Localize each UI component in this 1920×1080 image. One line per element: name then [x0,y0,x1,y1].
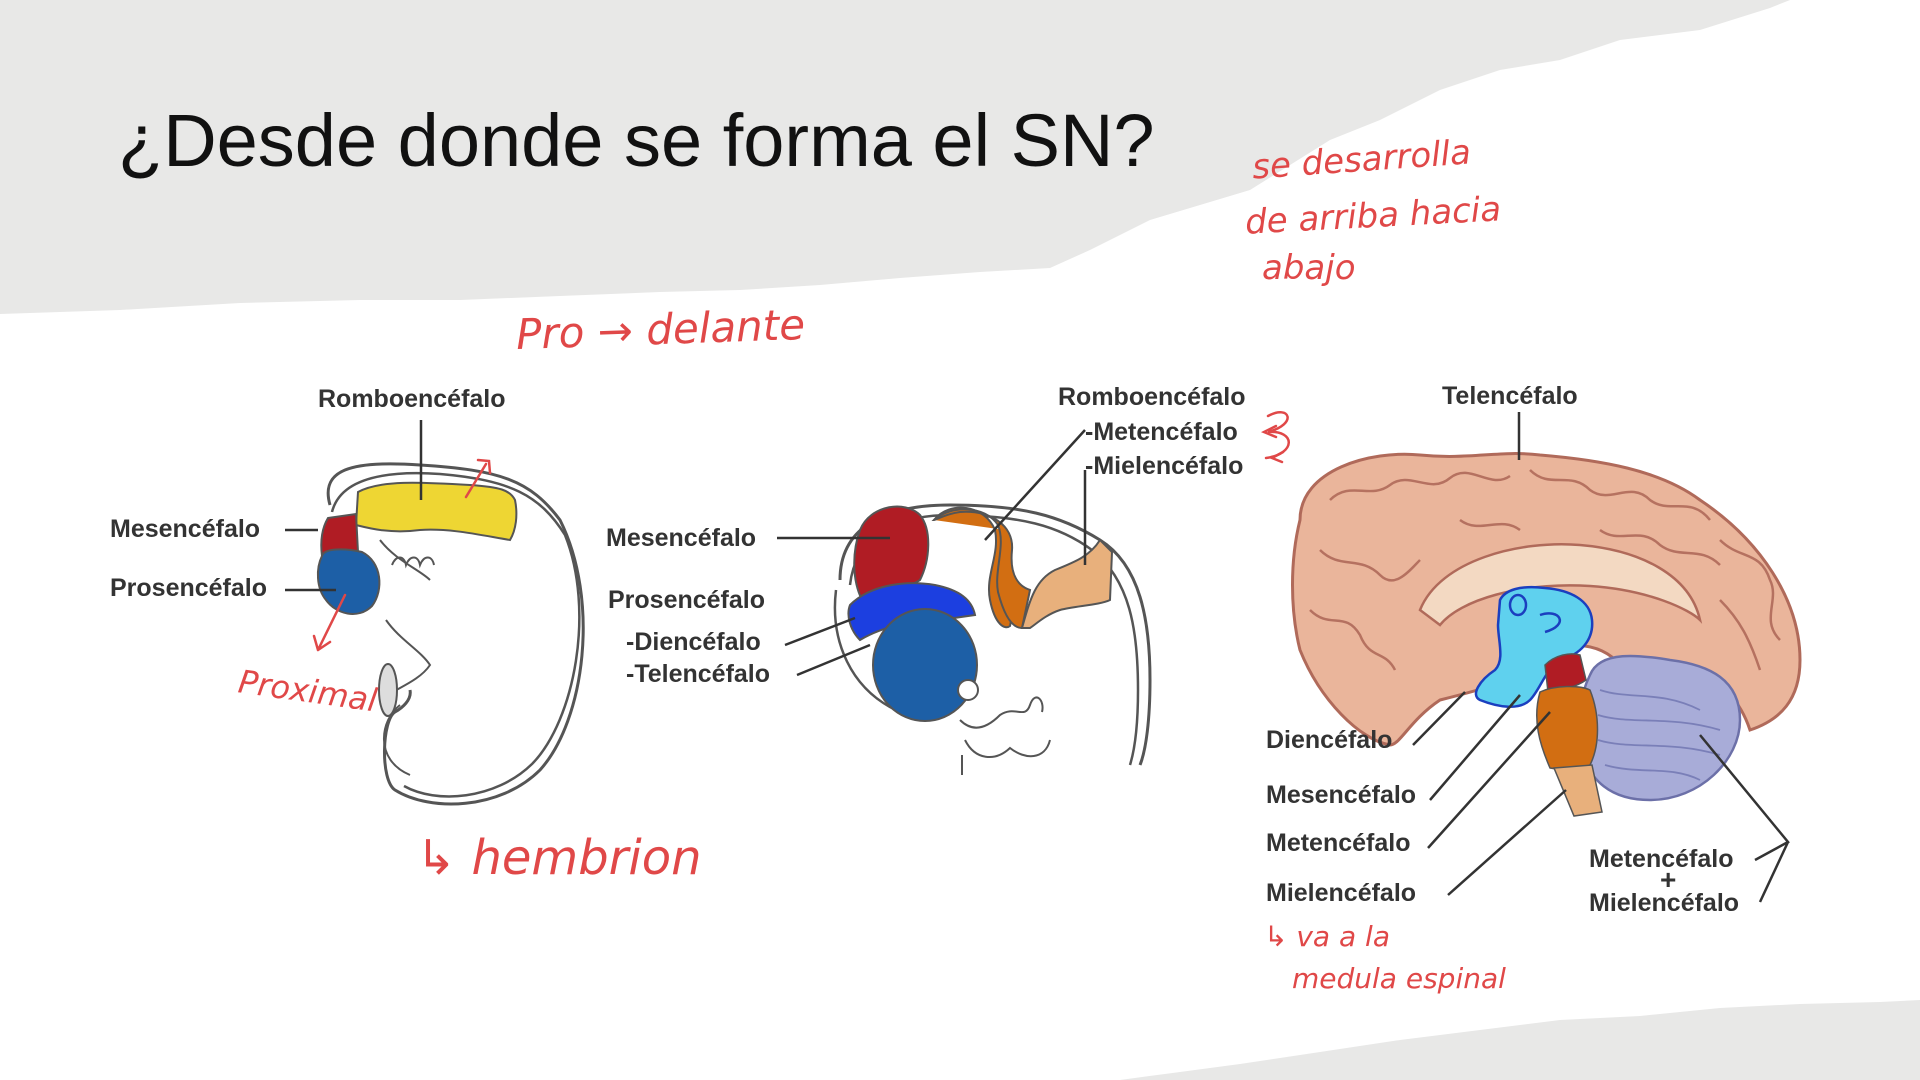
romboencefalo-region [354,481,518,542]
diencefalo-region-3 [1474,585,1594,708]
fig1-label-romboencefalo: Romboencéfalo [318,385,506,413]
fig2-label-diencefalo: -Diencéfalo [626,628,761,656]
annotation-medula-line2: medula espinal [1292,962,1506,995]
prosencefalo-region [316,548,381,615]
torn-paper-top [0,0,1790,314]
torn-paper-bottom [1120,1000,1920,1080]
fig2-label-romboencefalo: Romboencéfalo [1058,383,1246,411]
figure3-brain-drawing [1291,412,1802,903]
fig3-label-plus: + [1660,864,1677,895]
fig2-label-metencefalo: -Metencéfalo [1085,418,1238,446]
fig3-label-mesencefalo: Mesencéfalo [1266,781,1417,809]
fig3-label-metencefalo-right: Metencéfalo [1589,845,1734,873]
fig2-label-telencefalo: -Telencéfalo [626,660,771,688]
fig3-label-metencefalo: Metencéfalo [1266,829,1411,857]
annotation-embrion: ↳ hembrion [416,830,702,886]
fig2-label-mielencefalo: -Mielencéfalo [1085,452,1244,480]
fig3-label-diencefalo: Diencéfalo [1266,726,1393,754]
fig3-label-mielencefalo-right: Mielencéfalo [1589,889,1740,917]
fig1-label-mesencefalo: Mesencéfalo [110,515,261,543]
fig2-label-prosencefalo: Prosencéfalo [608,586,766,614]
figure1-embryo-drawing [285,420,585,806]
mielencefalo-region [1020,538,1114,629]
fig1-label-prosencefalo: Prosencéfalo [110,574,268,602]
annotation-medula-line1: ↳ va a la [1264,920,1390,953]
annotation-strokes [312,411,1290,652]
figure2-embryo-drawing [777,429,1152,775]
mesencefalo-region-2 [853,505,930,602]
annotation-desarrolla-line3: abajo [1262,248,1356,288]
fig3-label-telencefalo: Telencéfalo [1442,382,1578,410]
fig2-label-mesencefalo: Mesencéfalo [606,524,757,552]
metencefalo-region-3 [1536,685,1599,770]
mielencefalo-region-3 [1552,764,1603,817]
slide-title: ¿Desde donde se forma el SN? [118,99,1155,182]
fig3-label-mielencefalo: Mielencéfalo [1266,879,1417,907]
telencefalo-region [872,608,978,722]
annotation-pro-delante: Pro → delante [515,299,806,360]
